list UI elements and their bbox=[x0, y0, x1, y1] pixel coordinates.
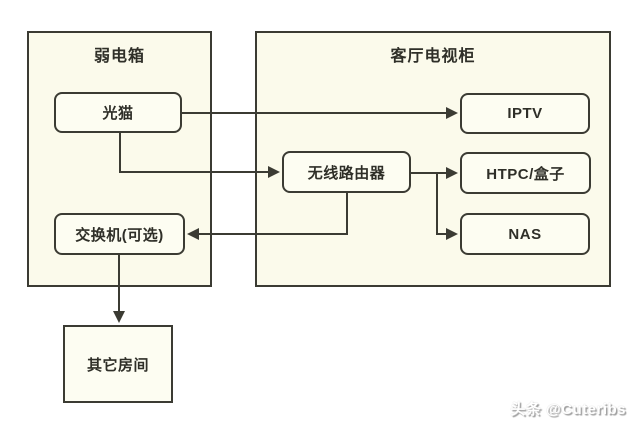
node-htpc: HTPC/盒子 bbox=[460, 152, 591, 194]
container-weak-current-box-title: 弱电箱 bbox=[93, 48, 145, 65]
node-other-rooms-label: 其它房间 bbox=[86, 356, 149, 374]
node-router: 无线路由器 bbox=[282, 151, 411, 193]
node-nas: NAS bbox=[460, 213, 590, 255]
node-modem-label: 光猫 bbox=[102, 105, 134, 122]
node-router-label: 无线路由器 bbox=[307, 164, 386, 182]
watermark: 头条 @Cuteribs bbox=[510, 401, 626, 418]
node-iptv-label: IPTV bbox=[507, 105, 543, 122]
node-switch-label: 交换机(可选) bbox=[75, 226, 164, 244]
node-iptv: IPTV bbox=[460, 93, 590, 134]
node-switch: 交换机(可选) bbox=[54, 213, 185, 255]
node-modem: 光猫 bbox=[54, 92, 182, 133]
node-other-rooms: 其它房间 bbox=[63, 325, 173, 403]
node-htpc-label: HTPC/盒子 bbox=[486, 165, 565, 183]
container-tv-cabinet-title: 客厅电视柜 bbox=[390, 48, 476, 65]
node-nas-label: NAS bbox=[508, 225, 542, 243]
